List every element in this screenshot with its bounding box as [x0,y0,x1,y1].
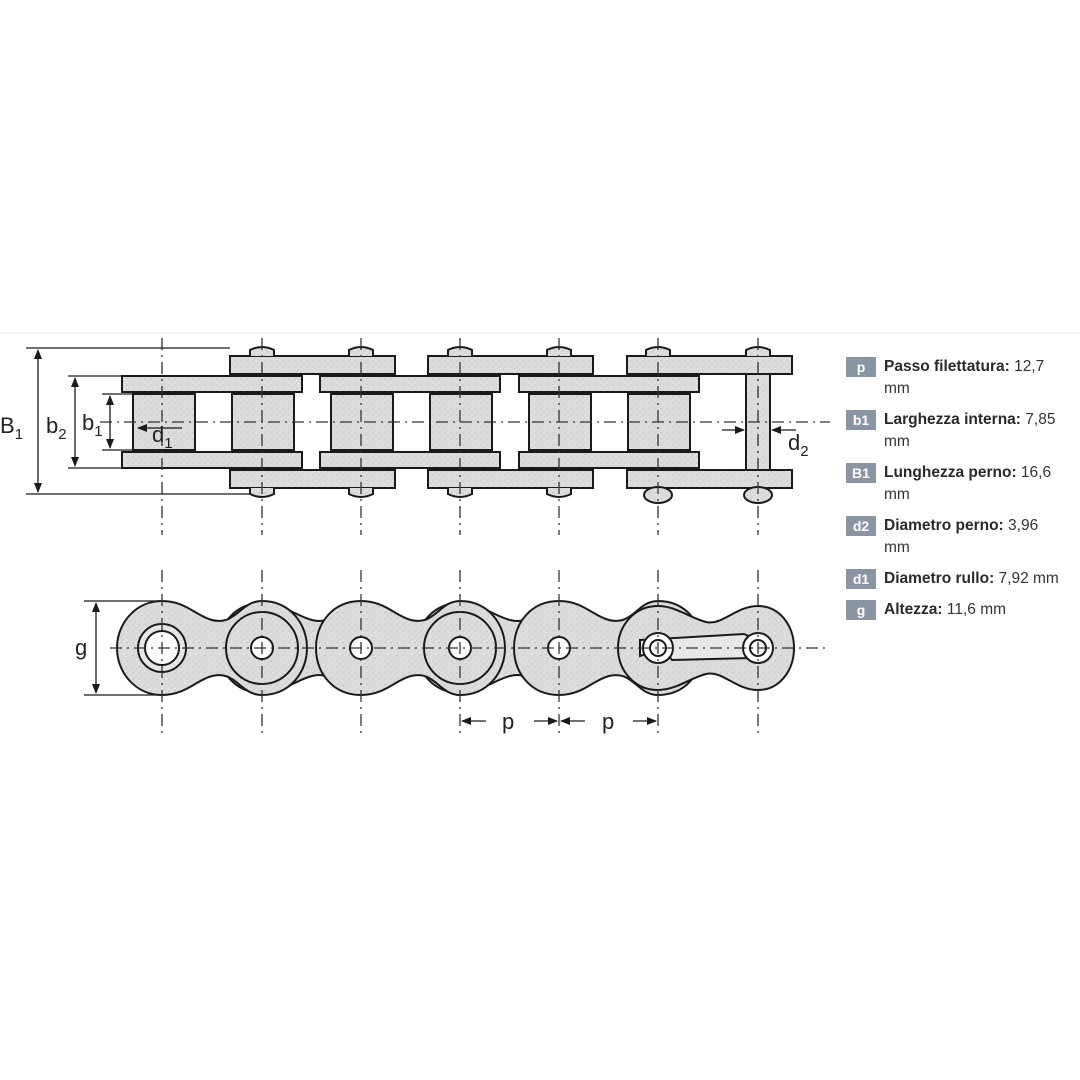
side-view-labels: g p p [75,635,614,734]
spec-badge: B1 [846,463,876,483]
spec-text: Altezza: 11,6 mm [884,599,1006,621]
inner-plate-top-1 [121,375,303,393]
label-d2: d2 [788,430,809,460]
spec-text: Larghezza interna: 7,85 mm [884,409,1066,453]
spec-badge: d2 [846,516,876,536]
label-g: g [75,635,87,660]
inner-plate-bottom-3 [518,451,700,469]
outer-plate-top-1 [229,355,396,375]
spec-text: Lunghezza perno: 16,6 mm [884,462,1066,506]
spec-badge: g [846,600,876,620]
spec-label: Diametro rullo: [884,570,995,587]
spec-label: Diametro perno: [884,517,1004,534]
spec-badge: p [846,357,876,377]
spec-item-roller-diameter: d1 Diametro rullo: 7,92 mm [846,568,1066,590]
inner-plate-top-2 [319,375,501,393]
spec-value: 16,6 mm [884,464,1052,503]
spec-item-pitch: p Passo filettatura: 12,7 mm [846,356,1066,400]
roller-1 [132,393,196,451]
outer-plate-bottom-2 [427,469,594,489]
label-b1: b1 [82,410,103,440]
inner-plate-bottom-2 [319,451,501,469]
spec-value: 12,7 mm [884,358,1045,397]
spec-value: 7,85 mm [884,411,1056,450]
spec-item-pin-length: B1 Lunghezza perno: 16,6 mm [846,462,1066,506]
label-p-right: p [602,709,614,734]
spec-label: Lunghezza perno: [884,464,1017,481]
outer-plate-bottom-3 [626,469,793,489]
top-view-labels: B1 b2 b1 d1 d2 [0,410,809,460]
spec-label: Altezza: [884,601,943,618]
spec-text: Passo filettatura: 12,7 mm [884,356,1066,400]
spec-badge: d1 [846,569,876,589]
label-d1: d1 [152,422,173,452]
outer-plate-top-3 [626,355,793,375]
inner-plate-bottom-1 [121,451,303,469]
inner-plate-top-3 [518,375,700,393]
spec-item-pin-diameter: d2 Diametro perno: 3,96 mm [846,515,1066,559]
side-view-dimensions [84,600,657,725]
side-view-centerlines [110,570,828,735]
outer-plate-bottom-1 [229,469,396,489]
top-view-dimensions [26,347,796,495]
label-p-left: p [502,709,514,734]
spec-badge: b1 [846,410,876,430]
spec-text: Diametro perno: 3,96 mm [884,515,1066,559]
spec-value: 7,92 mm [998,570,1059,587]
spec-item-height: g Altezza: 11,6 mm [846,599,1066,621]
spec-label: Larghezza interna: [884,411,1021,428]
spec-item-inner-width: b1 Larghezza interna: 7,85 mm [846,409,1066,453]
spec-value: 11,6 mm [946,601,1007,618]
outer-plate-top-2 [427,355,594,375]
spec-text: Diametro rullo: 7,92 mm [884,568,1059,590]
spec-list: p Passo filettatura: 12,7 mm b1 Larghezz… [846,356,1066,630]
spec-value: 3,96 mm [884,517,1039,556]
spec-label: Passo filettatura: [884,358,1010,375]
label-b2: b2 [46,413,67,443]
chain-top-view [121,346,793,504]
top-view-centerlines [100,338,830,535]
label-B1: B1 [0,413,23,443]
